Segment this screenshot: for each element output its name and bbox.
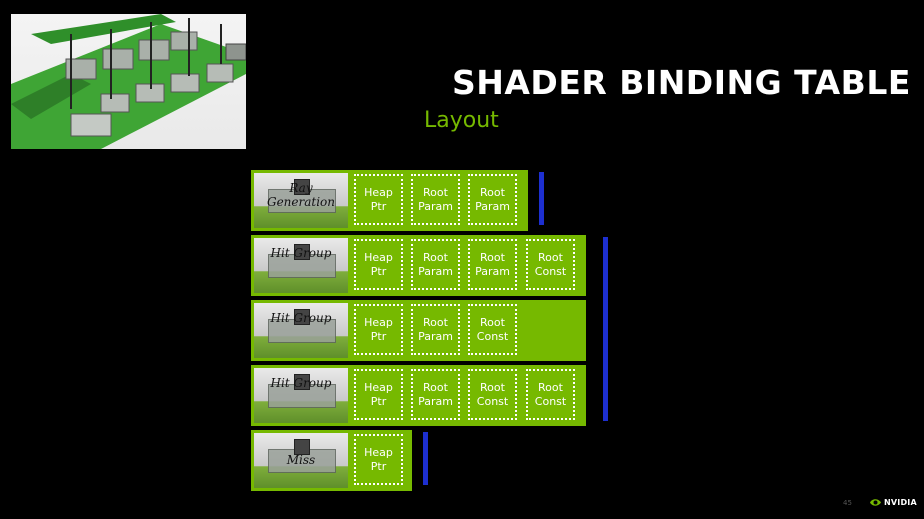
nvidia-eye-icon [870,499,881,506]
shader-label: Miss [286,453,316,467]
factory-scene-image [11,14,246,149]
shader-label: Hit Group [270,311,332,325]
record-stride-bar [423,432,428,485]
page-number: 45 [843,499,852,507]
nvidia-logo: NVIDIA [869,496,917,510]
shader-identifier-thumbnail: Miss [254,433,348,488]
logo-text: NVIDIA [884,498,917,507]
shader-identifier-thumbnail: Hit Group [254,303,348,358]
shader-label: Ray Generation [266,181,336,209]
record-stride-bar [603,237,608,421]
record-stride-bar [539,172,544,225]
shader-identifier-thumbnail: Hit Group [254,368,348,423]
shader-identifier-thumbnail: Hit Group [254,238,348,293]
slide-title: SHADER BINDING TABLE [452,63,911,102]
shader-label: Hit Group [270,246,332,260]
shader-identifier-thumbnail: Ray Generation [254,173,348,228]
slide-subtitle: Layout [424,108,499,133]
shader-label: Hit Group [270,376,332,390]
shader-pipeline-illustration [11,14,246,149]
